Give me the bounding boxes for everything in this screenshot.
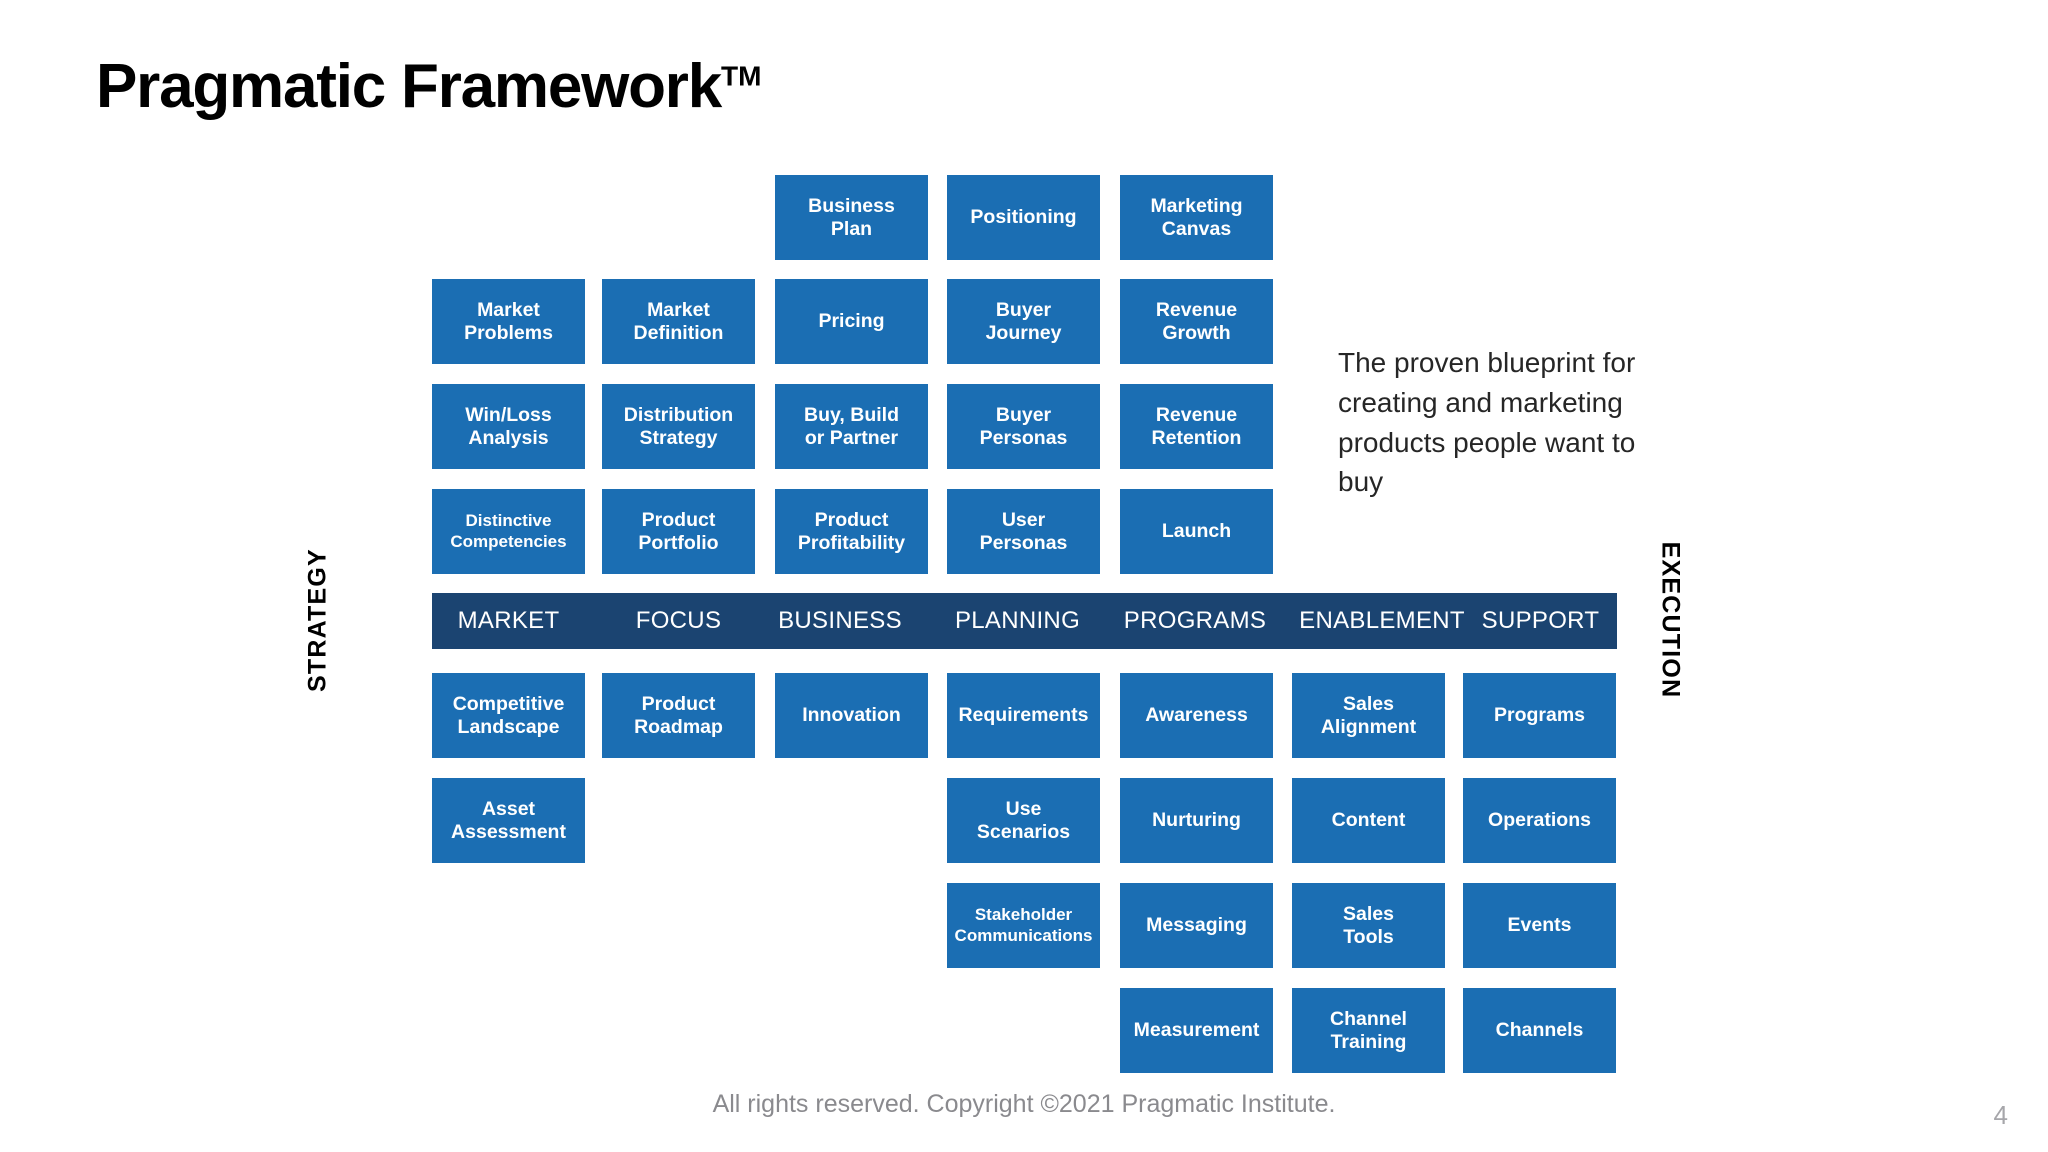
framework-box[interactable]: Market Definition	[602, 279, 755, 364]
axis-label-strategy: STRATEGY	[303, 548, 332, 692]
framework-box[interactable]: Measurement	[1120, 988, 1273, 1073]
framework-box[interactable]: Buyer Journey	[947, 279, 1100, 364]
page-title: Pragmatic FrameworkTM	[96, 56, 761, 118]
framework-box[interactable]: Requirements	[947, 673, 1100, 758]
band-column-programs[interactable]: PROGRAMS	[1123, 607, 1267, 634]
band-column-support[interactable]: SUPPORT	[1481, 607, 1600, 634]
framework-box[interactable]: Messaging	[1120, 883, 1273, 968]
framework-box[interactable]: Buy, Build or Partner	[775, 384, 928, 469]
band-column-enablement[interactable]: ENABLEMENT	[1299, 607, 1465, 634]
framework-box[interactable]: Positioning	[947, 175, 1100, 260]
framework-box[interactable]: Events	[1463, 883, 1616, 968]
framework-box[interactable]: Stakeholder Communications	[947, 883, 1100, 968]
framework-box[interactable]: Innovation	[775, 673, 928, 758]
framework-box[interactable]: Use Scenarios	[947, 778, 1100, 863]
band-column-planning[interactable]: PLANNING	[954, 607, 1081, 634]
framework-box[interactable]: User Personas	[947, 489, 1100, 574]
framework-box[interactable]: Buyer Personas	[947, 384, 1100, 469]
framework-box[interactable]: Programs	[1463, 673, 1616, 758]
trademark-symbol: TM	[721, 60, 762, 92]
framework-box[interactable]: Pricing	[775, 279, 928, 364]
framework-box[interactable]: Channels	[1463, 988, 1616, 1073]
page-number: 4	[1993, 1100, 2008, 1130]
axis-label-execution: EXECUTION	[1656, 541, 1685, 699]
framework-box[interactable]: Distribution Strategy	[602, 384, 755, 469]
framework-box[interactable]: Asset Assessment	[432, 778, 585, 863]
framework-box[interactable]: Revenue Growth	[1120, 279, 1273, 364]
band-column-focus[interactable]: FOCUS	[635, 607, 722, 634]
framework-box[interactable]: Operations	[1463, 778, 1616, 863]
framework-box[interactable]: Competitive Landscape	[432, 673, 585, 758]
framework-box[interactable]: Sales Alignment	[1292, 673, 1445, 758]
category-band: MARKET FOCUS BUSINESS PLANNING PROGRAMS ENABL…	[432, 593, 1617, 649]
framework-box[interactable]: Product Roadmap	[602, 673, 755, 758]
page-title-text: Pragmatic Framework	[96, 52, 722, 121]
framework-box[interactable]: Nurturing	[1120, 778, 1273, 863]
band-column-market[interactable]: MARKET	[457, 607, 560, 634]
framework-box[interactable]: Content	[1292, 778, 1445, 863]
framework-box[interactable]: Launch	[1120, 489, 1273, 574]
framework-box[interactable]: Sales Tools	[1292, 883, 1445, 968]
framework-box[interactable]: Win/Loss Analysis	[432, 384, 585, 469]
framework-box[interactable]: Marketing Canvas	[1120, 175, 1273, 260]
framework-box[interactable]: Product Profitability	[775, 489, 928, 574]
framework-box[interactable]: Revenue Retention	[1120, 384, 1273, 469]
footer-copyright: All rights reserved. Copyright ©2021 Pra…	[712, 1090, 1336, 1118]
framework-box[interactable]: Distinctive Competencies	[432, 489, 585, 574]
framework-box[interactable]: Market Problems	[432, 279, 585, 364]
framework-box[interactable]: Channel Training	[1292, 988, 1445, 1073]
band-column-business[interactable]: BUSINESS	[778, 607, 902, 634]
framework-box[interactable]: Product Portfolio	[602, 489, 755, 574]
tagline-text: The proven blueprint for creating and ma…	[1338, 347, 1636, 498]
framework-box[interactable]: Awareness	[1120, 673, 1273, 758]
framework-box[interactable]: Business Plan	[775, 175, 928, 260]
